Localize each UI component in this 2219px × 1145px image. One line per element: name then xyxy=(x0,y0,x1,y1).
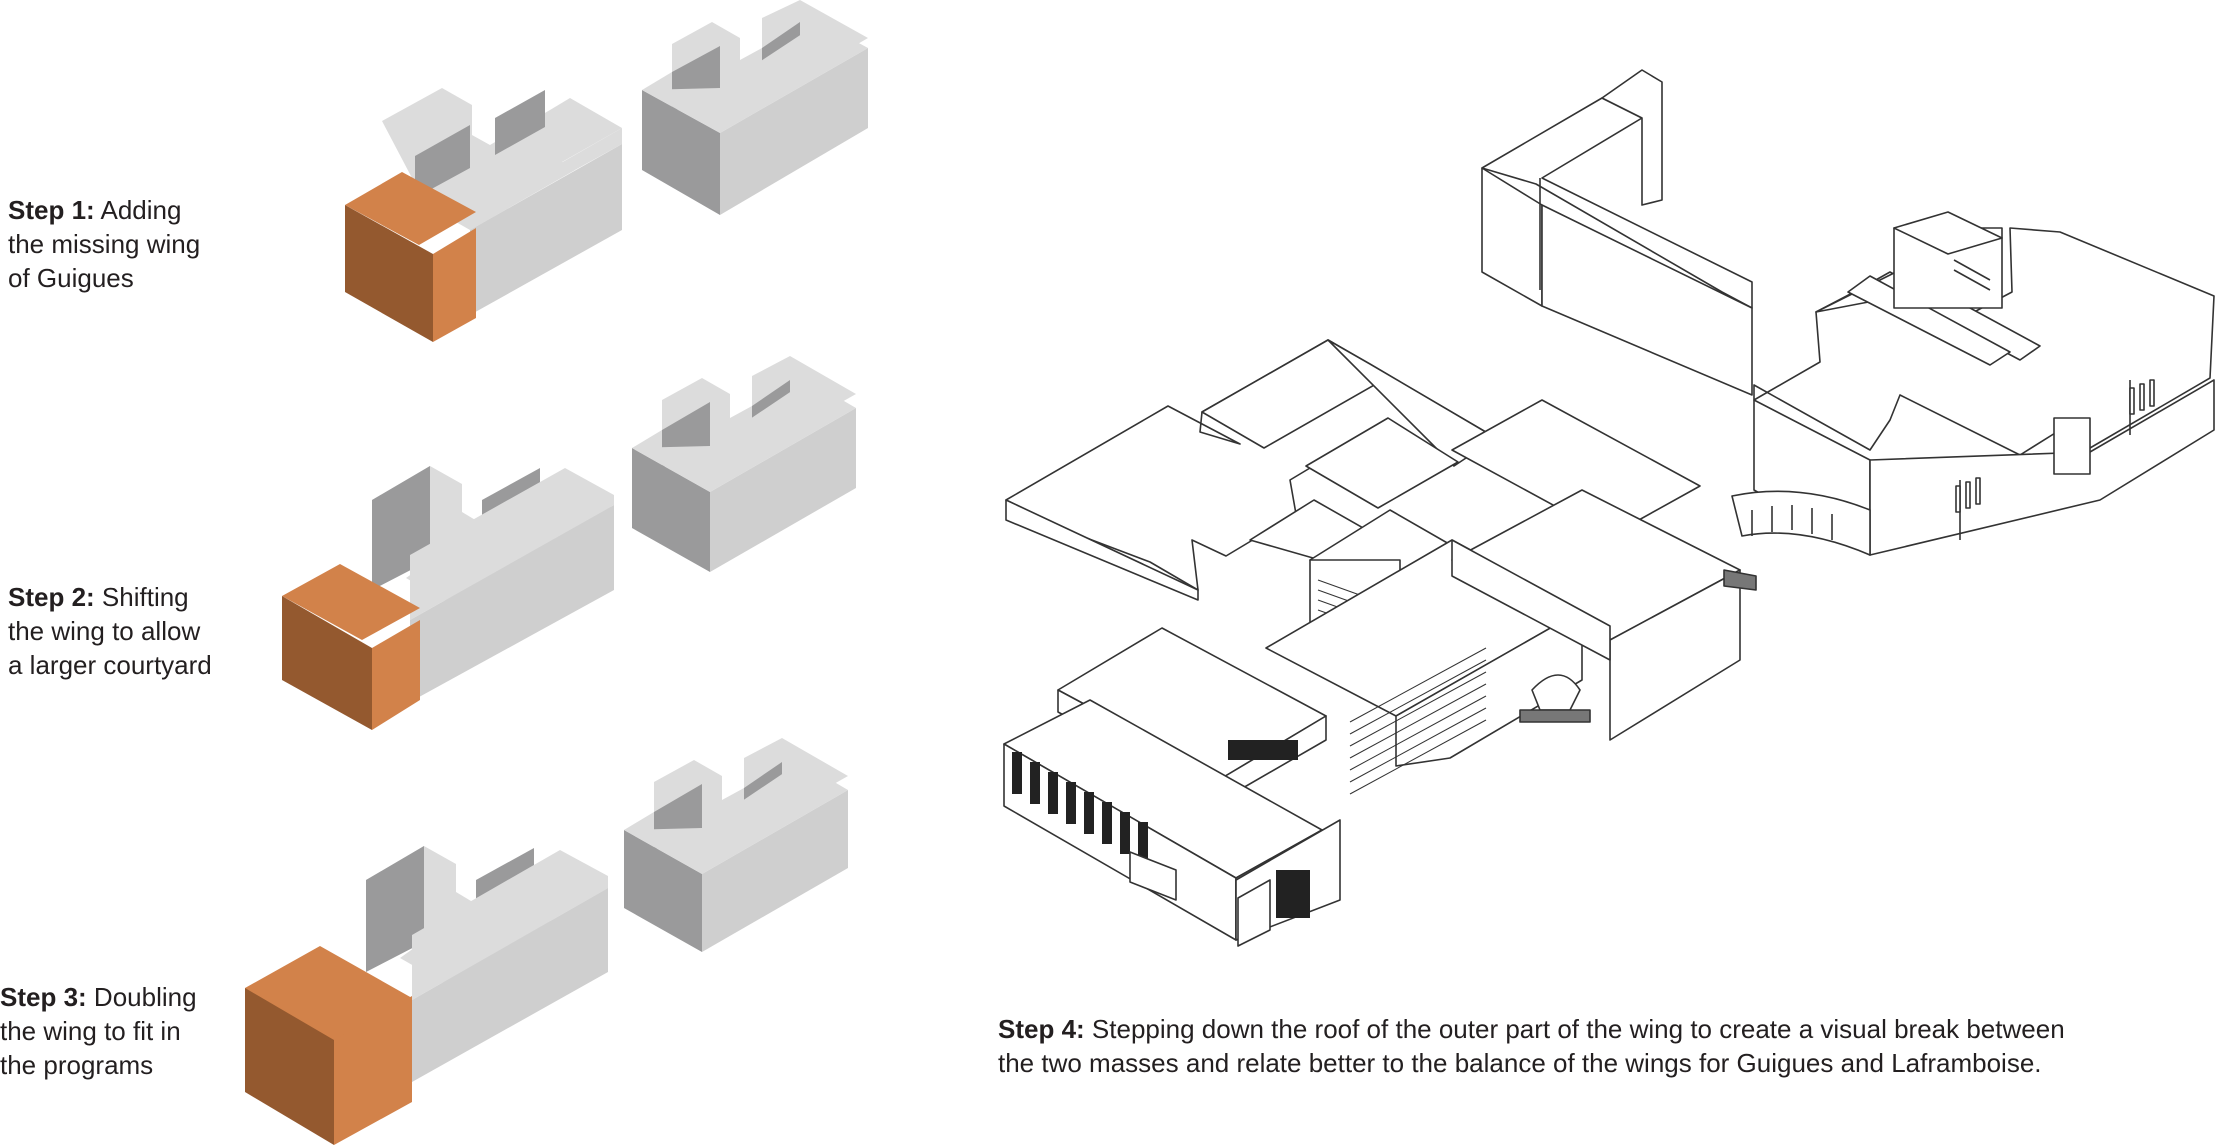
step3-box-right-face xyxy=(702,790,848,952)
step1-text-line1: Adding xyxy=(100,195,182,225)
step1-caption: Step 1: Adding the missing wing of Guigu… xyxy=(8,193,200,295)
step1-orange-side xyxy=(433,228,476,342)
step2-orange-top xyxy=(282,564,420,640)
step1-e-courtyard-b xyxy=(495,90,545,155)
step3-caption: Step 3: Doubling the wing to fit in the … xyxy=(0,980,197,1082)
step1-e-courtyard-a xyxy=(415,125,470,198)
left-upper-block xyxy=(1005,339,1497,601)
step3-box-top-front xyxy=(624,762,848,874)
step2-caption: Step 2: Shifting the wing to allow a lar… xyxy=(8,580,212,682)
step2-text-line3: a larger courtyard xyxy=(8,650,212,680)
step3-text-line3: the programs xyxy=(0,1050,154,1080)
step3-box-left-face xyxy=(624,830,702,952)
step3-e-courtyard-a xyxy=(366,846,424,972)
step2-text-line2: the wing to allow xyxy=(8,616,201,646)
step1-box-right-face xyxy=(720,48,868,215)
step4-complex-drawing xyxy=(1003,69,2215,947)
step1-orange-front xyxy=(345,205,433,342)
step2-e-face-top xyxy=(410,468,614,620)
connecting-bridge xyxy=(1731,490,1871,556)
step3-text-line2: the wing to fit in xyxy=(0,1016,181,1046)
step3-e-face-top xyxy=(412,850,608,1000)
step1-box-top-front xyxy=(642,22,868,133)
step2-massing xyxy=(282,356,856,730)
step2-box-right-face xyxy=(710,408,856,572)
step2-text-line1: Shifting xyxy=(101,582,189,612)
step3-text-line1: Doubling xyxy=(93,982,197,1012)
step4-label: Step 4: xyxy=(998,1014,1085,1044)
step2-label: Step 2: xyxy=(8,582,95,612)
central-slab xyxy=(1265,489,1757,795)
step2-orange-front xyxy=(282,596,372,730)
step2-e-right-face xyxy=(410,505,614,702)
step2-box-top-front xyxy=(632,380,856,492)
step4-text-line2: the two masses and relate better to the … xyxy=(998,1048,2042,1078)
step2-orange-side xyxy=(372,620,420,730)
top-l-block xyxy=(1481,69,1753,396)
step3-massing xyxy=(245,738,848,1145)
step1-e-right-face xyxy=(470,144,622,315)
step1-text-line3: of Guigues xyxy=(8,263,134,293)
step3-label: Step 3: xyxy=(0,982,87,1012)
step4-text-line1: Stepping down the roof of the outer part… xyxy=(1091,1014,2065,1044)
step1-orange-top xyxy=(345,172,476,245)
step3-orange-front xyxy=(245,988,334,1145)
step3-orange-side xyxy=(334,996,412,1145)
step2-box-left-face xyxy=(632,448,710,572)
step4-caption: Step 4: Stepping down the roof of the ou… xyxy=(998,1012,2065,1080)
right-complex xyxy=(1753,211,2215,556)
step1-e-face-top xyxy=(470,128,622,230)
step3-e-right-face xyxy=(412,888,608,1082)
step1-box-left-face xyxy=(642,90,720,215)
step1-massing xyxy=(345,0,868,342)
lower-building xyxy=(1003,627,1341,947)
step1-label: Step 1: xyxy=(8,195,95,225)
step1-text-line2: the missing wing xyxy=(8,229,201,259)
